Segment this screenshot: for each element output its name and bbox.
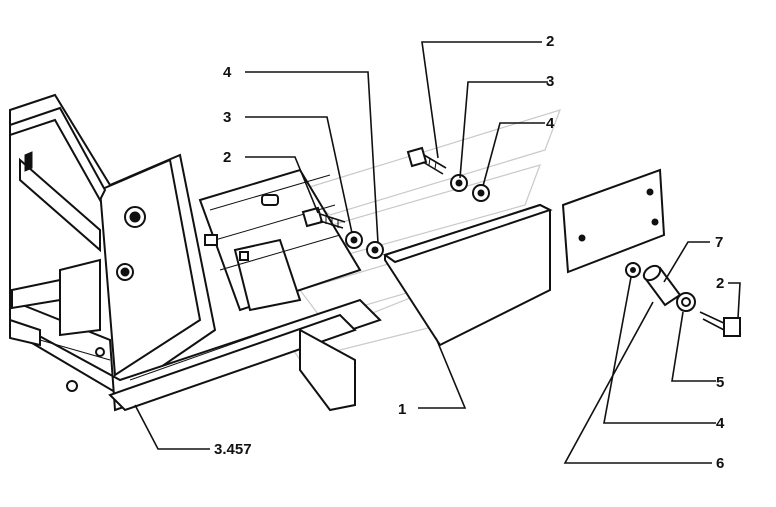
leader-lines: [134, 41, 741, 464]
callout-right-7: 7: [715, 234, 723, 251]
callout-top-2: 2: [546, 33, 554, 50]
washer-top-4: [472, 184, 490, 202]
washer-right-4: [625, 262, 641, 278]
frame-assembly: [9, 93, 382, 412]
spacer-part-7: [642, 264, 682, 307]
wear-pad-part-1: [382, 203, 553, 347]
callout-ref-3457: 3.457: [214, 441, 252, 458]
washer-left-4: [366, 241, 384, 259]
washer-top-3: [450, 174, 468, 192]
callout-right-2: 2: [716, 275, 724, 292]
callout-right-6: 6: [716, 455, 724, 472]
callout-top-4: 4: [546, 115, 555, 132]
washer-left-3: [345, 231, 363, 249]
callout-right-4: 4: [716, 415, 725, 432]
bolt-right-2: [699, 311, 741, 337]
washer-part-5: [676, 292, 696, 312]
callout-left-3: 3: [223, 109, 231, 126]
callout-right-5: 5: [716, 374, 724, 391]
callout-labels: 2 3 4 4 3 2 7 2 5 4 6 1 3.457: [214, 33, 725, 472]
callout-left-2: 2: [223, 149, 231, 166]
backing-plate: [561, 168, 666, 274]
bolt-top: [406, 146, 447, 175]
callout-top-3: 3: [546, 73, 554, 90]
callout-left-4: 4: [223, 64, 232, 81]
callout-bottom-1: 1: [398, 401, 406, 418]
